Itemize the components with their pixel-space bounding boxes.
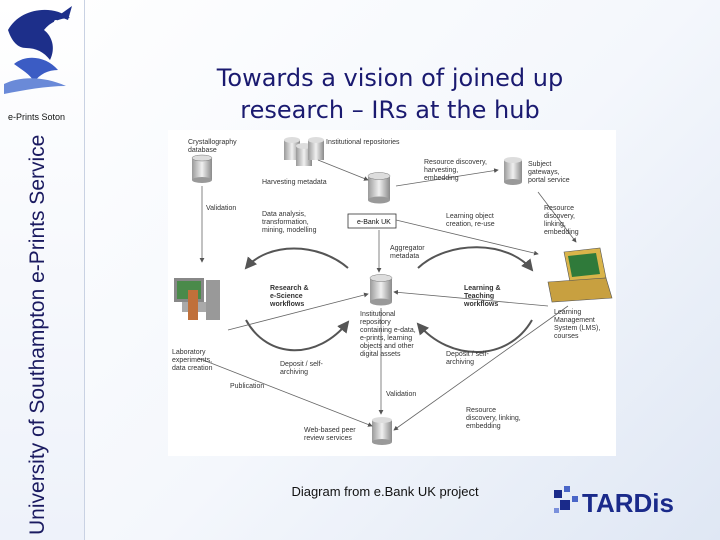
- lab-computer-icon: [174, 278, 220, 320]
- label-ebank-uk: e-Bank UK: [357, 219, 391, 226]
- ebank-box: [347, 213, 397, 229]
- label-institutional-repositories: Institutional repositories: [326, 139, 400, 146]
- diagram-caption: Diagram from e.Bank UK project: [291, 484, 479, 499]
- university-vertical-title: University of Southampton e-Prints Servi…: [26, 134, 49, 535]
- ebank-hub-cylinder-icon: [367, 172, 391, 204]
- institutional-repositories-cylinders-icon: [284, 137, 324, 166]
- tardis-logo: TARDis: [552, 482, 692, 520]
- label-publication: Publication: [230, 383, 264, 390]
- label-deposit-publishing: Deposit / self-archiving: [446, 351, 489, 366]
- title-line-2: research – IRs at the hub: [240, 96, 540, 124]
- learning-cycle-arc-bottom: [416, 319, 533, 353]
- crystallography-db-cylinder-icon: [191, 154, 213, 183]
- tardis-logo-text: TARDis: [582, 488, 674, 518]
- learning-laptop-icon: [547, 247, 613, 303]
- dolphin-logo-icon: [0, 0, 80, 100]
- label-resource-discovery-harvesting: Resource discovery,harvesting,embedding: [424, 159, 487, 182]
- subject-gateway-cylinder-icon: [504, 157, 522, 185]
- learning-cycle-arc-top: [417, 246, 534, 272]
- connector-arrows: [197, 159, 577, 431]
- service-name: e-Prints Soton: [8, 112, 66, 122]
- research-cycle-arc-top: [244, 247, 349, 270]
- tardis-logo-icon: [554, 486, 578, 513]
- institutional-repository-cylinder-icon: [369, 274, 393, 306]
- peer-review-cylinder-icon: [372, 417, 392, 445]
- slide-title: Towards a vision of joined up research –…: [150, 62, 630, 126]
- label-data-analysis: Data analysis,transformation,mining, mod…: [262, 211, 317, 234]
- research-cycle-arc-bottom: [245, 319, 350, 352]
- label-harvesting-metadata: Harvesting metadata: [262, 179, 327, 186]
- label-deposit-self-archiving: Deposit / self-archiving: [280, 361, 323, 376]
- label-validation-bottom: Validation: [386, 391, 416, 398]
- label-validation-top: Validation: [206, 205, 236, 212]
- title-line-1: Towards a vision of joined up: [216, 64, 564, 92]
- sidebar: e-Prints Soton University of Southampton…: [0, 0, 85, 540]
